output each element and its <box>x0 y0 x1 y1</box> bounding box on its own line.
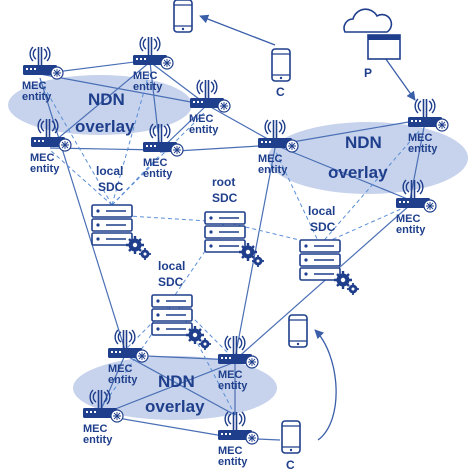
cloud-icon <box>343 8 393 33</box>
arrow-to-bottom-phone <box>314 329 337 441</box>
svg-text:entity: entity <box>396 224 426 236</box>
phone-icon-consumer-top <box>271 48 291 82</box>
router-icon <box>132 36 174 70</box>
root-sdc-line1: root <box>212 175 235 189</box>
mec-entity-6: MEC entity <box>257 119 299 176</box>
svg-text:MEC: MEC <box>133 70 158 82</box>
local-sdc-left-line1: local <box>96 164 123 178</box>
svg-text:entity: entity <box>30 163 60 175</box>
mec-entity-3: MEC entity <box>189 79 231 136</box>
svg-text:entity: entity <box>218 380 248 392</box>
router-icon <box>407 98 449 132</box>
local-sdc-right-line1: local <box>308 204 335 218</box>
svg-text:entity: entity <box>133 81 163 93</box>
router-icon <box>22 46 64 80</box>
svg-text:MEC: MEC <box>218 369 243 381</box>
svg-text:entity: entity <box>408 143 438 155</box>
svg-text:entity: entity <box>22 91 52 103</box>
svg-text:MEC: MEC <box>189 113 214 125</box>
phone-icon-top <box>173 0 193 33</box>
svg-text:entity: entity <box>83 434 113 446</box>
mec-entity-10: MEC entity <box>217 335 259 392</box>
ndn-overlay-top-left-line1: NDN <box>88 90 125 109</box>
phone-icon-bottom <box>288 314 308 348</box>
mec-entity-8: MEC entity <box>395 179 437 236</box>
mec-entity-12: MEC entity <box>217 411 259 468</box>
svg-text:MEC: MEC <box>408 132 433 144</box>
local-sdc-right-line2: SDC <box>310 220 336 234</box>
ndn-overlay-right-line2: overlay <box>328 163 388 182</box>
local-sdc-bottom-line2: SDC <box>158 275 184 289</box>
svg-text:entity: entity <box>218 456 248 468</box>
svg-text:MEC: MEC <box>22 80 47 92</box>
server-icon-local-sdc-bottom <box>150 293 213 352</box>
server-icon-root-sdc <box>203 210 266 269</box>
arrow-to-top-phone <box>199 14 276 46</box>
router-icon <box>217 411 259 445</box>
mec-entity-2: MEC entity <box>132 36 174 93</box>
mec-entity-7: MEC entity <box>407 98 449 155</box>
ndn-overlay-bottom-line2: overlay <box>145 397 205 416</box>
svg-text:MEC: MEC <box>258 153 283 165</box>
svg-text:entity: entity <box>258 164 288 176</box>
router-icon <box>107 329 149 363</box>
mec-entity-4: MEC entity <box>30 118 72 175</box>
root-sdc-line2: SDC <box>212 191 238 205</box>
ndn-overlay-bottom <box>73 356 277 420</box>
svg-text:entity: entity <box>108 374 138 386</box>
svg-text:MEC: MEC <box>108 363 133 375</box>
server-icon-local-sdc-left <box>90 203 153 262</box>
svg-text:MEC: MEC <box>30 152 55 164</box>
ndn-overlay-top-left <box>8 75 192 135</box>
svg-text:entity: entity <box>189 124 219 136</box>
mec-entity-11: MEC entity <box>82 389 124 446</box>
ndn-overlay-right <box>268 122 468 194</box>
svg-text:MEC: MEC <box>143 157 168 169</box>
producer-window-icon <box>367 34 401 60</box>
arrow-producer-to-router <box>382 54 416 101</box>
mec-entity-1: MEC entity <box>22 46 64 103</box>
ndn-overlay-bottom-line1: NDN <box>158 372 195 391</box>
producer-label: P <box>364 66 372 80</box>
svg-text:MEC: MEC <box>218 445 243 457</box>
mec-entity-5: MEC entity <box>142 123 184 180</box>
consumer-label-top: C <box>276 85 285 99</box>
svg-text:MEC: MEC <box>396 213 421 225</box>
ndn-overlay-right-line1: NDN <box>345 133 382 152</box>
svg-text:entity: entity <box>143 168 173 180</box>
server-icon-local-sdc-right <box>298 238 361 297</box>
phone-icon-consumer-bottom <box>281 420 301 454</box>
consumer-label-bottom: C <box>286 458 295 472</box>
local-sdc-left-line2: SDC <box>98 180 124 194</box>
mec-entity-9: MEC entity <box>107 329 149 386</box>
local-sdc-bottom-line1: local <box>158 259 185 273</box>
svg-text:MEC: MEC <box>83 423 108 435</box>
ndn-overlay-top-left-line2: overlay <box>75 117 135 136</box>
